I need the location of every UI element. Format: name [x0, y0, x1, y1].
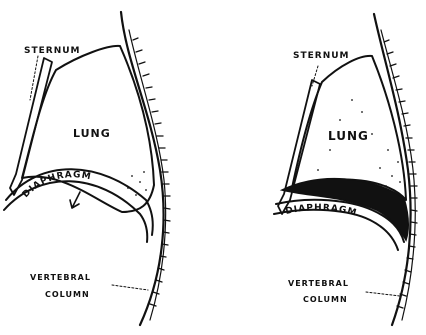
- right-vertebral-leader: [366, 292, 400, 296]
- right-lung-stipple: [317, 99, 401, 187]
- right-diaphragm-line-2: [274, 210, 398, 250]
- left-lung-label: LUNG: [73, 127, 111, 140]
- left-column-label: COLUMN: [45, 290, 90, 299]
- right-panel: STERNUM LUNG DIAPHRAGM VERTEBRAL COLUMN: [274, 14, 417, 325]
- left-diaphragm-arrow: [70, 192, 80, 208]
- left-vertebral-label: VERTEBRAL: [30, 273, 91, 282]
- right-column-label: COLUMN: [303, 295, 348, 304]
- right-sternum-label: STERNUM: [293, 51, 350, 61]
- left-sternum-bar: [10, 58, 52, 195]
- left-sternum-label: STERNUM: [24, 46, 81, 56]
- right-diaphragm-label: DIAPHRAGM: [285, 203, 359, 218]
- left-diaphragm-textpath: DIAPHRAGM: [21, 170, 92, 200]
- right-chest-wall: [374, 14, 411, 325]
- left-vertebral-leader: [112, 285, 148, 290]
- right-chest-wall-inner: [381, 30, 415, 320]
- right-vertebral-label: VERTEBRAL: [288, 279, 349, 288]
- right-lung-label: LUNG: [328, 129, 369, 143]
- left-panel: STERNUM LUNG DIAPHRAGM VERTEBRAL COLUMN: [4, 12, 170, 325]
- left-diaphragm-label: DIAPHRAGM: [21, 170, 92, 200]
- right-diaphragm-textpath: DIAPHRAGM: [285, 203, 359, 218]
- left-rib-ticks: [133, 38, 170, 306]
- left-sternum-leader: [30, 56, 38, 100]
- left-chest-wall: [121, 12, 164, 325]
